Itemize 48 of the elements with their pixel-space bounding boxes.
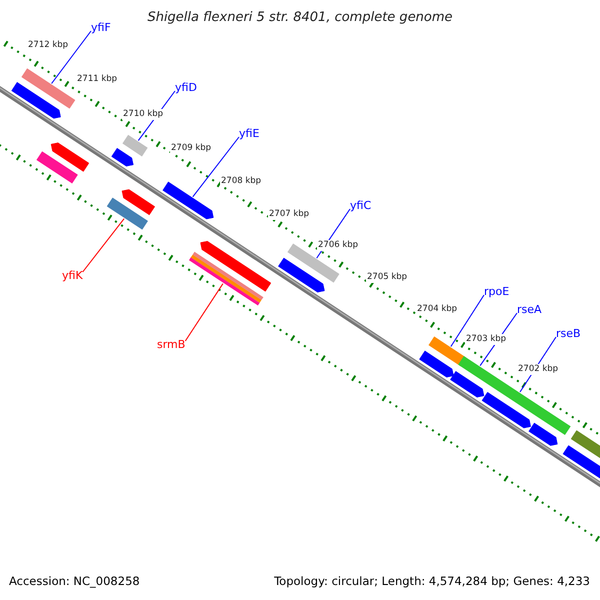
leader-line [82, 218, 125, 272]
gene-feature [200, 240, 272, 292]
gene-bar [21, 68, 76, 109]
gene-feature [528, 422, 558, 446]
gene-feature [162, 182, 214, 220]
leader-line [184, 283, 224, 342]
gene-feature [122, 189, 156, 216]
title: Shigella flexneri 5 str. 8401, complete genome [146, 11, 454, 24]
gene-bar [538, 408, 571, 435]
gene-label: yfiK [62, 270, 83, 281]
scale-label: 2702 kbp [517, 364, 560, 374]
gene-label: rseA [517, 304, 542, 315]
gene-label: srmB [157, 339, 186, 350]
gene-label: yfiF [91, 22, 111, 33]
gene-bar [189, 252, 264, 306]
gene-feature [419, 350, 454, 378]
gene-feature [11, 82, 61, 119]
genome-info-text: Topology: circular; Length: 4,574,284 bp; Genes: 4,233 [274, 576, 590, 588]
gene-bar [489, 376, 544, 418]
gene-label: rpoE [484, 286, 510, 297]
gene-label: yfiD [175, 82, 197, 93]
scale-label: 2712 kbp [27, 40, 70, 50]
gene-feature [278, 258, 325, 292]
gene-bar [106, 198, 148, 230]
scale-label: 2706 kbp [317, 240, 360, 250]
leader-line [51, 30, 92, 84]
gene-feature [50, 142, 90, 172]
leader-line [450, 294, 484, 347]
scale-label: 2705 kbp [366, 272, 408, 282]
gene-label: rseB [556, 328, 581, 339]
gene-feature [450, 371, 484, 398]
scale-label: 2703 kbp [465, 334, 508, 344]
gene-feature [111, 148, 134, 166]
gene-bar [458, 356, 496, 386]
gene-bar [36, 151, 78, 184]
gene-label: yfiE [239, 128, 260, 139]
scale-label: 2709 kbp [170, 143, 212, 154]
accession-text: Accession: NC_008258 [9, 576, 140, 588]
scale-label: 2711 kbp [76, 74, 118, 84]
scale-label: 2707 kbp [268, 209, 310, 220]
gene-feature [562, 445, 600, 478]
gene-feature [482, 392, 531, 428]
scale-label: 2708 kbp [220, 176, 262, 186]
gene-bar [122, 134, 148, 156]
scale-label: 2710 kbp [122, 109, 164, 120]
scale-label: 2704 kbp [416, 304, 458, 314]
gene-label: yfiC [350, 200, 372, 211]
leader-line [192, 136, 240, 198]
